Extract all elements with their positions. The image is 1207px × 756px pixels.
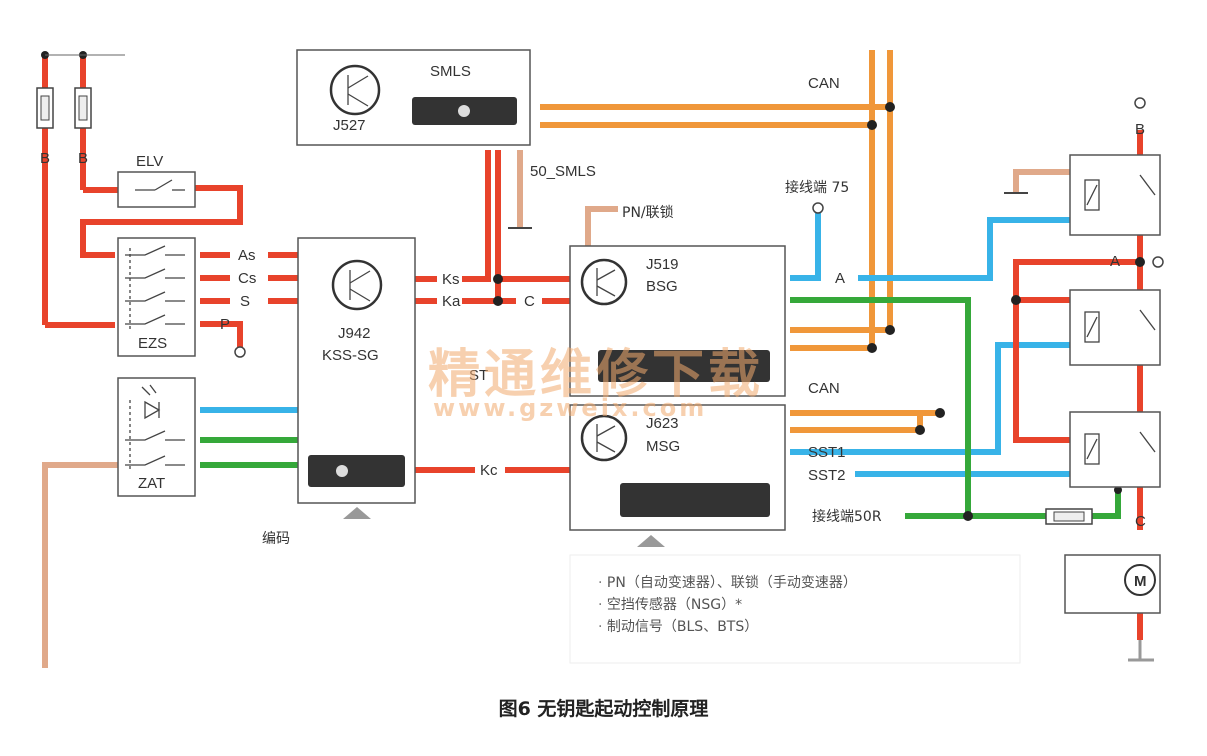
label-term-50r: 接线端50R [812,508,882,525]
label-c-right: C [1135,513,1146,530]
relay-1 [1069,154,1161,236]
ezs-ignition-switch [117,237,196,357]
transistor-icon [580,258,628,306]
label-bsg: BSG [646,278,678,295]
label-ks: Ks [442,271,460,288]
terminal-75-icon [812,202,824,214]
connector-icon [598,350,770,382]
label-sst1: SST1 [808,444,846,461]
label-pn-lock: PN/联锁 [622,205,674,221]
label-msg: MSG [646,438,680,455]
label-coding: 编码 [262,531,290,547]
label-b-fuse1: B [40,150,50,167]
label-s: S [240,293,250,310]
label-cs: Cs [238,270,256,287]
label-elv: ELV [136,153,163,170]
label-zat: ZAT [138,475,165,492]
label-ka: Ka [442,293,461,310]
label-50-smls: 50_SMLS [530,163,596,180]
motor-icon [1124,564,1156,596]
label-st-partial: ST [469,367,488,384]
transistor-icon [331,259,383,311]
label-sst2: SST2 [808,467,846,484]
relay-3 [1069,411,1161,488]
relay-2 [1069,289,1161,366]
label-j942: J942 [338,325,371,342]
fuse-b1-icon [36,87,54,129]
label-a-bsg: A [835,270,845,287]
label-c-mid: C [524,293,535,310]
label-kss-sg: KSS-SG [322,347,379,364]
watermark-url: www.gzweix.com [433,394,708,422]
label-p: P [220,316,230,333]
label-as: As [238,247,256,264]
label-j527: J527 [333,117,366,134]
transistor-icon [580,414,628,462]
label-motor: M [1134,573,1147,590]
fuse-50r-icon [1045,508,1093,525]
label-b-fuse2: B [78,150,88,167]
label-term-75: 接线端 75 [785,179,849,196]
label-can-mid: CAN [808,380,840,397]
transistor-icon [329,64,381,116]
label-j519: J519 [646,256,679,273]
connector-icon [620,483,770,517]
notes-list: PN（自动变速器）、联锁（手动变速器） 空挡传感器（NSG）* 制动信号（BLS… [598,572,857,638]
label-can-top: CAN [808,75,840,92]
note-item: 空挡传感器（NSG）* [598,594,857,616]
zat-start-button [117,377,196,497]
note-item: 制动信号（BLS、BTS） [598,616,857,638]
label-j623: J623 [646,415,679,432]
label-smls: SMLS [430,63,471,80]
label-ezs: EZS [138,335,167,352]
connector-icon [308,455,405,487]
figure-caption: 图6 无钥匙起动控制原理 [498,698,709,720]
watermark-main: 精通维修下载 [428,345,765,405]
label-b-right: B [1135,121,1145,138]
note-item: PN（自动变速器）、联锁（手动变速器） [598,572,857,594]
fuse-b2-icon [74,87,92,129]
label-a-right: A [1110,253,1120,270]
label-kc: Kc [480,462,498,479]
